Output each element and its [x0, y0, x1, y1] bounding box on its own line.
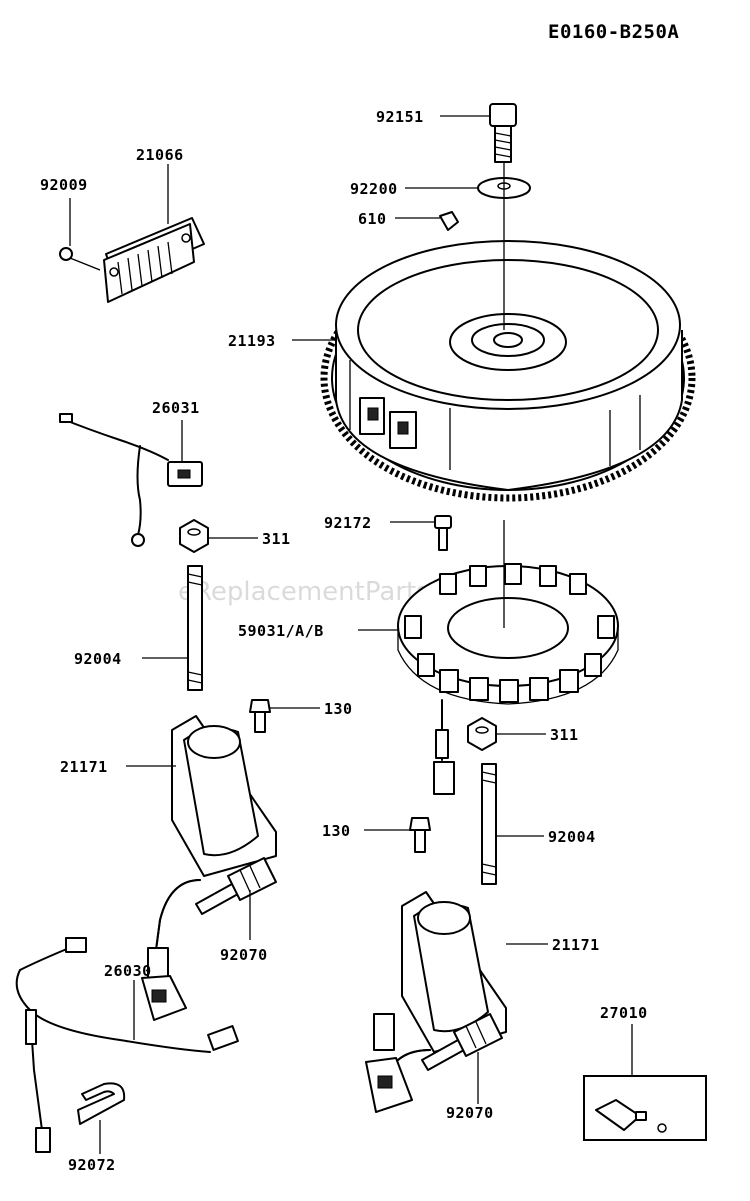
label-harness: 26030	[104, 962, 152, 980]
diagram-code: E0160-B250A	[548, 21, 679, 43]
ignition-coil-right-part	[365, 891, 507, 1113]
label-clamp: 92072	[68, 1156, 116, 1174]
label-stud-left: 92004	[74, 650, 122, 668]
regulator-screw-part	[59, 247, 101, 271]
harness-part	[15, 937, 239, 1153]
stud-left-part	[187, 565, 203, 691]
key-part	[439, 211, 459, 231]
label-flywheel-bolt: 92151	[376, 108, 424, 126]
lead-wire-part	[59, 413, 203, 547]
clamp-part	[77, 1082, 126, 1125]
label-lead-wire: 26031	[152, 399, 200, 417]
flywheel-bolt-part	[489, 103, 517, 163]
label-spark-plug-left: 92070	[220, 946, 268, 964]
nut-left-part	[179, 519, 209, 553]
label-coil-right: 21171	[552, 936, 600, 954]
label-stator-bolt: 92172	[324, 514, 372, 532]
label-spark-plug-right: 92070	[446, 1104, 494, 1122]
spark-plug-right-part	[421, 1013, 503, 1071]
label-regulator: 21066	[136, 146, 184, 164]
ignition-coil-left-part	[141, 715, 277, 1021]
label-bolt-left: 130	[324, 700, 353, 718]
label-coil-left: 21171	[60, 758, 108, 776]
nut-right-part	[467, 717, 497, 751]
label-key: 610	[358, 210, 387, 228]
leader-lines	[69, 115, 633, 1154]
regulator-part	[103, 217, 205, 303]
sensor-part	[583, 1075, 707, 1141]
bolt-left-part	[249, 699, 271, 733]
label-regulator-screw: 92009	[40, 176, 88, 194]
label-washer: 92200	[350, 180, 398, 198]
label-nut-left: 311	[262, 530, 291, 548]
stud-right-part	[481, 763, 497, 885]
label-flywheel: 21193	[228, 332, 276, 350]
stator-bolt-part	[434, 515, 452, 551]
label-sensor: 27010	[600, 1004, 648, 1022]
bolt-right-part	[409, 817, 431, 853]
spark-plug-left-part	[195, 857, 277, 915]
label-stator: 59031/A/B	[238, 622, 324, 640]
label-stud-right: 92004	[548, 828, 596, 846]
label-bolt-right: 130	[322, 822, 351, 840]
flywheel-part	[320, 240, 696, 502]
label-nut-right: 311	[550, 726, 579, 744]
stator-part	[397, 563, 619, 795]
